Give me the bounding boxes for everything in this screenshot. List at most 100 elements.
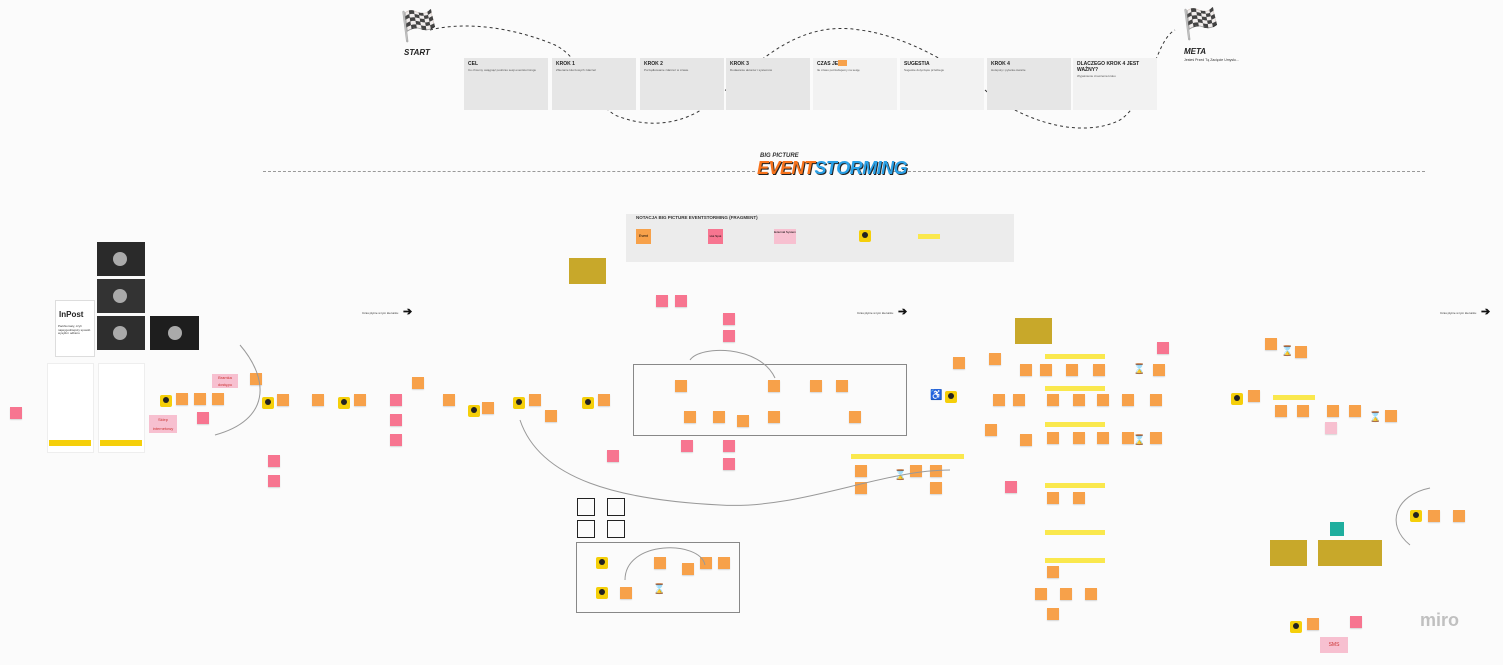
event-sticky[interactable] (718, 557, 730, 569)
event-sticky[interactable] (1349, 405, 1361, 417)
event-sticky[interactable] (1297, 405, 1309, 417)
card-krok-3[interactable]: KROK 3 Dodawanie aktorów i systemów (726, 58, 810, 110)
event-sticky[interactable] (1275, 405, 1287, 417)
hotspot-sticky[interactable] (197, 412, 209, 424)
phone-button[interactable] (100, 440, 142, 446)
event-sticky[interactable] (768, 380, 780, 392)
event-sticky[interactable] (768, 411, 780, 423)
event-sticky[interactable] (985, 424, 997, 436)
event-sticky[interactable] (545, 410, 557, 422)
card-sugestia[interactable]: SUGESTIA Sugestie dotyczące przebiegu (900, 58, 984, 110)
event-sticky[interactable] (443, 394, 455, 406)
event-sticky[interactable] (810, 380, 822, 392)
event-sticky[interactable] (930, 482, 942, 494)
event-sticky[interactable] (910, 465, 922, 477)
event-sticky[interactable] (682, 563, 694, 575)
event-sticky[interactable] (737, 415, 749, 427)
event-sticky[interactable] (482, 402, 494, 414)
card-cel[interactable]: CEL Co chcemy osiągnąć podczas sesji eve… (464, 58, 548, 110)
event-sticky[interactable] (250, 373, 262, 385)
hotspot-sticky[interactable] (268, 455, 280, 467)
event-sticky[interactable] (1265, 338, 1277, 350)
event-sticky[interactable] (1327, 405, 1339, 417)
event-sticky[interactable] (1097, 432, 1109, 444)
event-sticky[interactable] (354, 394, 366, 406)
event-sticky[interactable] (1073, 432, 1085, 444)
note-sklep[interactable]: Sklep internetowy (149, 415, 177, 433)
event-sticky[interactable] (1047, 492, 1059, 504)
event-sticky[interactable] (1093, 364, 1105, 376)
card-krok-2[interactable]: KROK 2 Porządkowanie zdarzeń w czasie (640, 58, 724, 110)
hotspot-sticky[interactable] (723, 330, 735, 342)
event-sticky[interactable] (1073, 394, 1085, 406)
event-sticky[interactable] (1047, 432, 1059, 444)
event-sticky[interactable] (849, 411, 861, 423)
event-sticky[interactable] (1020, 364, 1032, 376)
event-sticky[interactable] (675, 380, 687, 392)
card-czas[interactable]: CZAS JEST Ile czasu potrzebujemy na sesj… (813, 58, 897, 110)
event-sticky[interactable] (1013, 394, 1025, 406)
event-sticky[interactable] (1020, 434, 1032, 446)
event-sticky[interactable] (1035, 588, 1047, 600)
event-sticky[interactable] (1047, 394, 1059, 406)
hotspot-sticky[interactable] (723, 440, 735, 452)
hotspot-sticky[interactable] (1350, 616, 1362, 628)
event-sticky[interactable] (1150, 394, 1162, 406)
event-sticky[interactable] (1153, 364, 1165, 376)
event-sticky[interactable] (277, 394, 289, 406)
event-sticky[interactable] (1307, 618, 1319, 630)
hotspot-sticky[interactable] (723, 458, 735, 470)
event-sticky[interactable] (212, 393, 224, 405)
phone-button[interactable] (49, 440, 91, 446)
hotspot-sticky[interactable] (607, 450, 619, 462)
event-sticky[interactable] (1040, 364, 1052, 376)
card-dlaczego[interactable]: DLACZEGO KROK 4 JEST WAŻNY? Wyjaśnienie … (1073, 58, 1157, 110)
event-sticky[interactable] (1122, 432, 1134, 444)
event-sticky[interactable] (194, 393, 206, 405)
event-sticky[interactable] (1428, 510, 1440, 522)
hotspot-sticky[interactable] (268, 475, 280, 487)
hotspot-sticky[interactable] (656, 295, 668, 307)
external-sticky[interactable] (1325, 422, 1337, 434)
card-krok-4[interactable]: KROK 4 Hotspoty i pytania otwarte (987, 58, 1071, 110)
event-sticky[interactable] (713, 411, 725, 423)
hotspot-sticky[interactable] (681, 440, 693, 452)
event-sticky[interactable] (529, 394, 541, 406)
hotspot-sticky[interactable] (10, 407, 22, 419)
event-sticky[interactable] (1060, 588, 1072, 600)
event-sticky[interactable] (1073, 492, 1085, 504)
event-sticky[interactable] (312, 394, 324, 406)
hotspot-sticky[interactable] (723, 313, 735, 325)
event-sticky[interactable] (836, 380, 848, 392)
hotspot-sticky[interactable] (1005, 481, 1017, 493)
event-sticky[interactable] (953, 357, 965, 369)
event-sticky[interactable] (598, 394, 610, 406)
event-sticky[interactable] (1248, 390, 1260, 402)
hotspot-sticky[interactable] (390, 394, 402, 406)
event-sticky[interactable] (1295, 346, 1307, 358)
event-sticky[interactable] (1047, 608, 1059, 620)
event-sticky[interactable] (654, 557, 666, 569)
event-sticky[interactable] (855, 465, 867, 477)
event-sticky[interactable] (1122, 394, 1134, 406)
inpost-card[interactable]: InPost Paczkomaty, czyli najwygodniejszy… (55, 300, 95, 357)
note-brama[interactable]: Bramka dostępu (212, 374, 238, 388)
hotspot-sticky[interactable] (390, 414, 402, 426)
event-sticky[interactable] (620, 587, 632, 599)
event-sticky[interactable] (1385, 410, 1397, 422)
event-sticky[interactable] (684, 411, 696, 423)
event-sticky[interactable] (993, 394, 1005, 406)
event-sticky[interactable] (1047, 566, 1059, 578)
note-sms[interactable]: SMS (1320, 637, 1348, 653)
event-sticky[interactable] (412, 377, 424, 389)
event-sticky[interactable] (1097, 394, 1109, 406)
event-sticky[interactable] (1085, 588, 1097, 600)
event-sticky[interactable] (1150, 432, 1162, 444)
hotspot-sticky[interactable] (675, 295, 687, 307)
card-krok-1[interactable]: KROK 1 Zbieranie kluczowych zdarzeń (552, 58, 636, 110)
hotspot-sticky[interactable] (390, 434, 402, 446)
event-sticky[interactable] (989, 353, 1001, 365)
hotspot-sticky[interactable] (1157, 342, 1169, 354)
event-sticky[interactable] (176, 393, 188, 405)
event-sticky[interactable] (1453, 510, 1465, 522)
